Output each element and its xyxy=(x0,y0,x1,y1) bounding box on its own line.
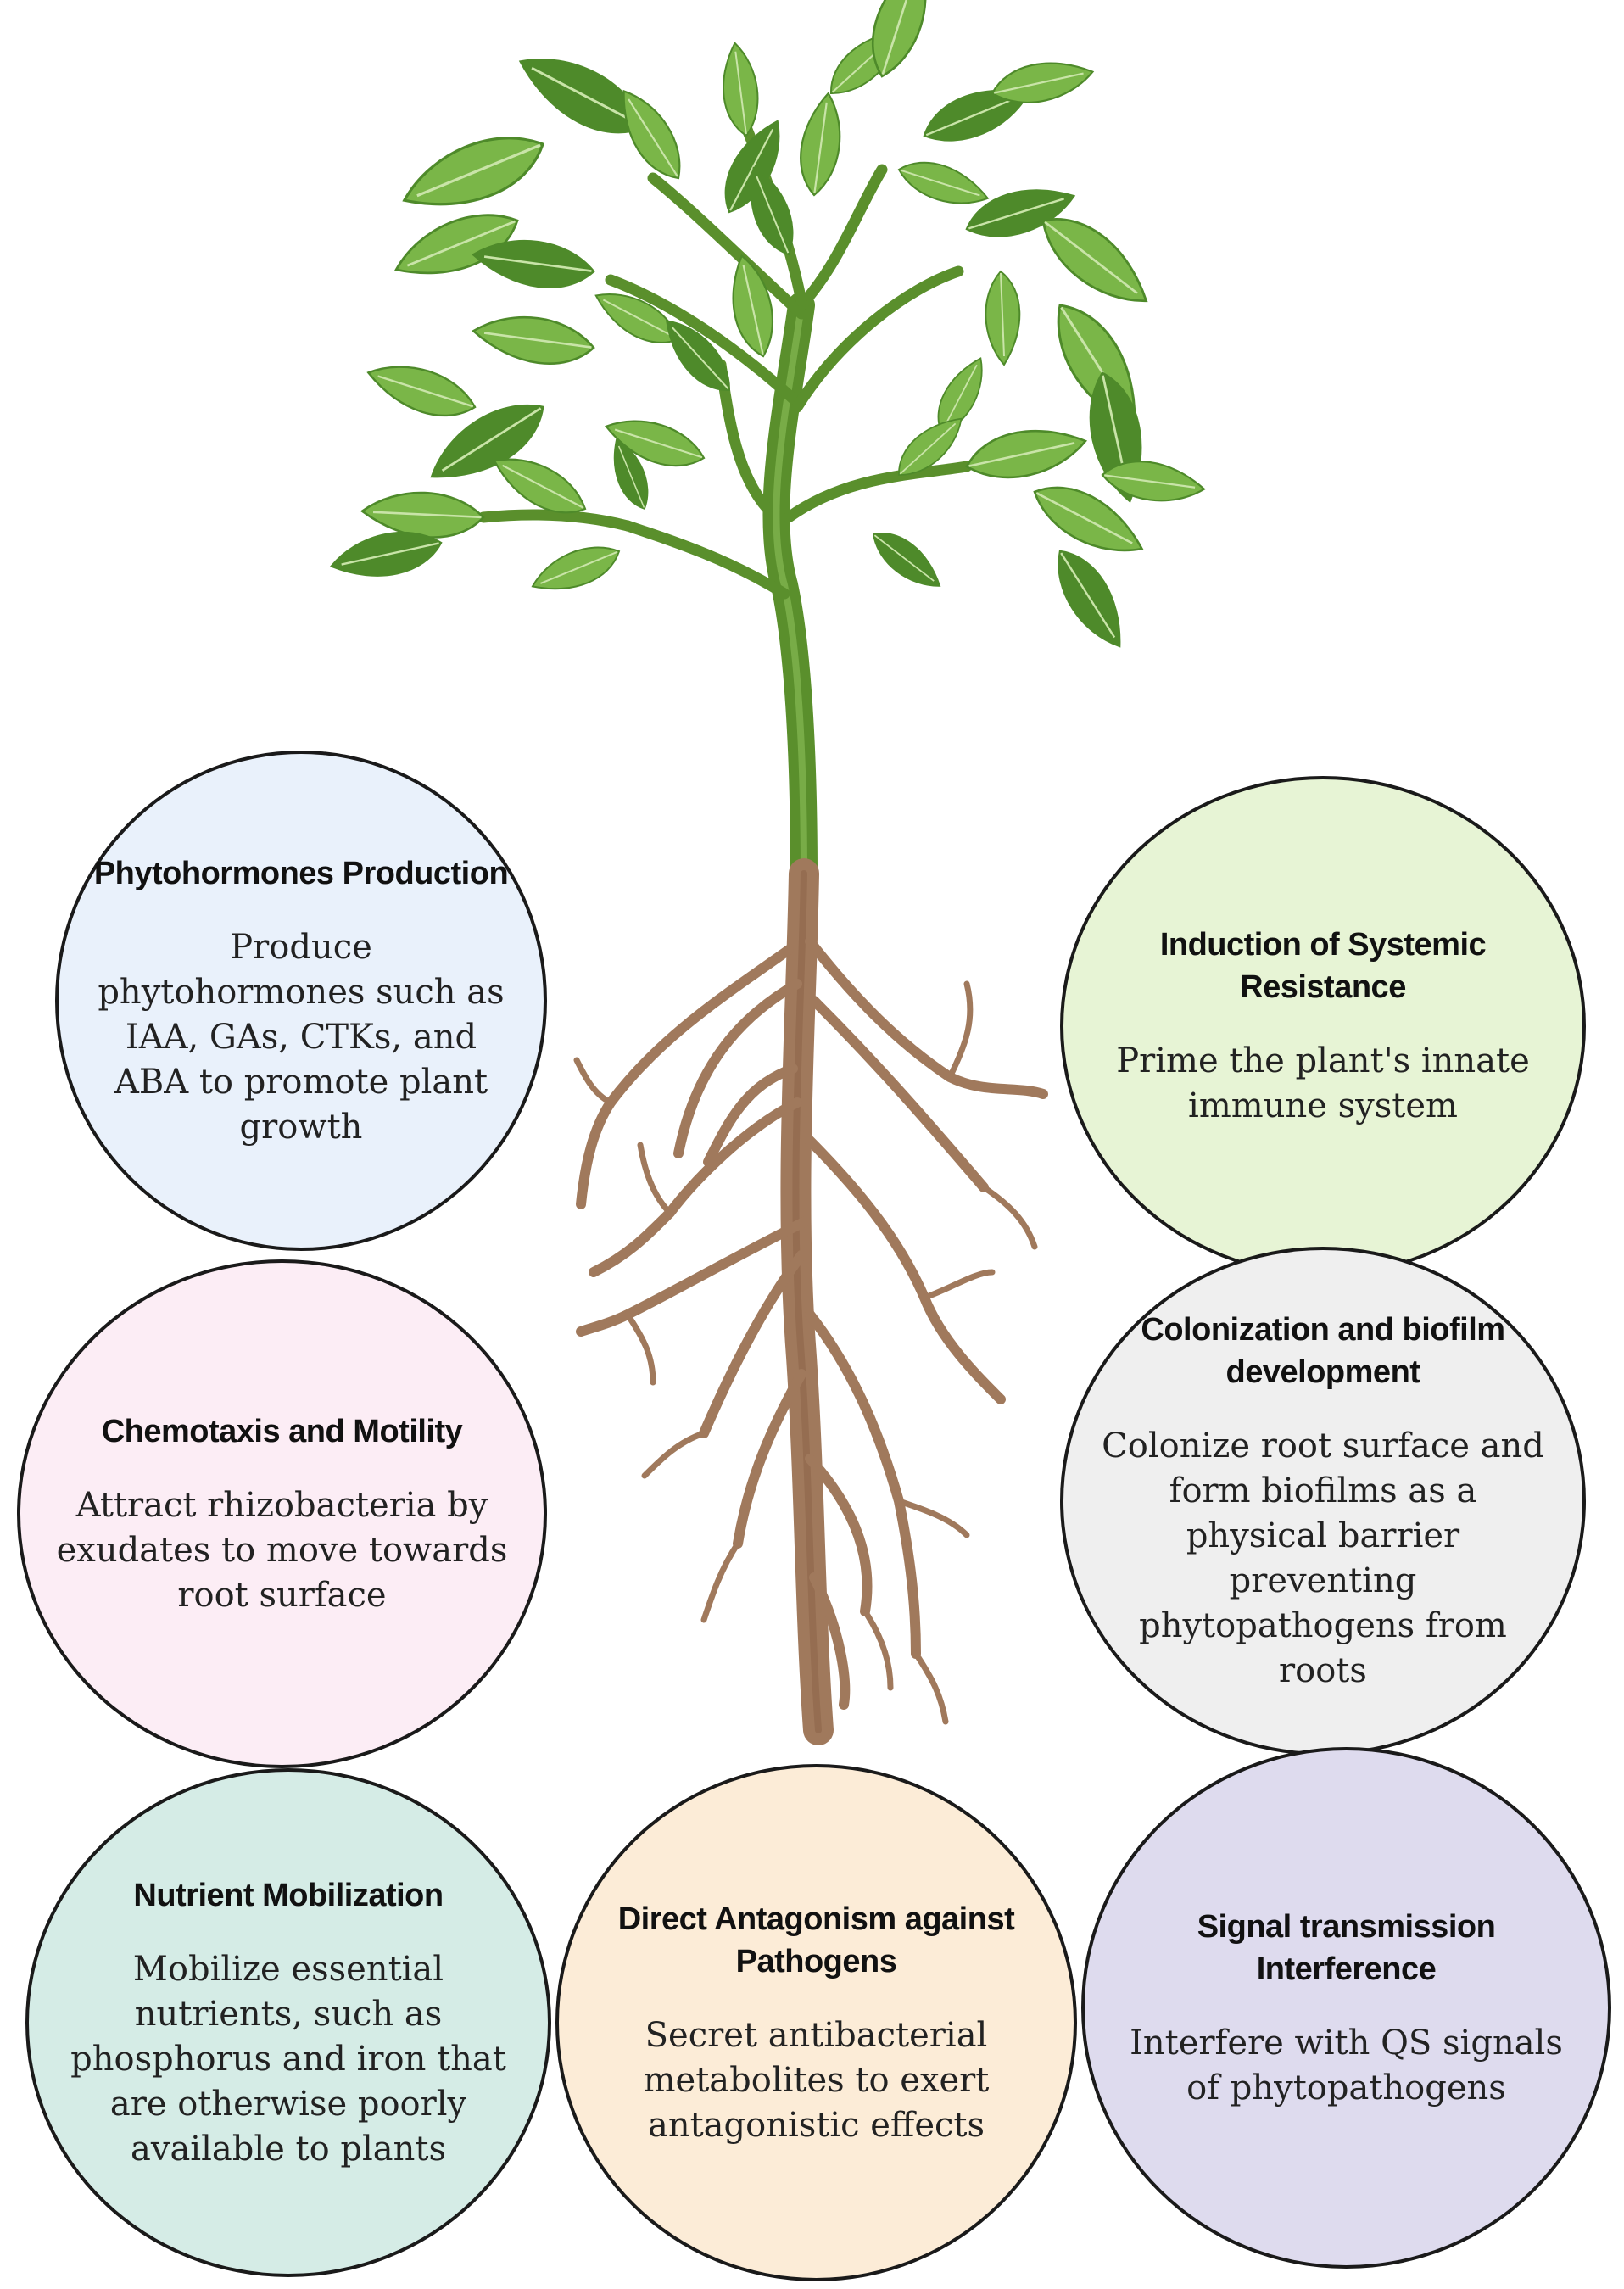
leaf-vein xyxy=(881,0,917,75)
bubble-phytohormones-production: Phytohormones Production Produce phytoho… xyxy=(55,751,547,1251)
leaf-vein xyxy=(531,66,644,127)
bubble-description: Attract rhizobacteria by exudates to mov… xyxy=(56,1485,508,1615)
leaf-vein xyxy=(1104,474,1196,489)
plant-root-icon xyxy=(573,858,1048,1745)
bubble-title: Colonization and biofilm development xyxy=(1141,1312,1505,1390)
leaf-vein xyxy=(756,176,790,254)
bubble-title: Direct Antagonism against Pathogens xyxy=(617,1901,1015,1979)
leaf-vein xyxy=(614,428,703,459)
leaf-vein xyxy=(483,255,592,272)
leaf-vein xyxy=(617,445,645,508)
leaf-vein xyxy=(968,198,1065,230)
leaf-vein xyxy=(729,129,774,211)
bubble-description: Secret antibacterial metabolites to exer… xyxy=(643,2015,990,2145)
leaf-vein xyxy=(671,327,729,390)
bubble-nutrient-mobilization: Nutrient Mobilization Mobilize essential… xyxy=(25,1768,551,2277)
leaf-vein xyxy=(483,332,592,349)
leaf-vein xyxy=(406,220,516,267)
bubble-description: Prime the plant's innate immune system xyxy=(1116,1041,1530,1125)
leaf-vein xyxy=(416,143,541,198)
bubble-chemotaxis-and-motility: Chemotaxis and Motility Attract rhizobac… xyxy=(17,1259,547,1768)
leaf-vein xyxy=(941,364,978,432)
leaf-vein xyxy=(813,102,828,193)
leaf-vein xyxy=(1035,492,1133,544)
bubble-colonization-and-biofilm-development: Colonization and biofilm development Col… xyxy=(1060,1247,1586,1756)
leaf-vein xyxy=(372,511,482,519)
bubble-title: Phytohormones Production xyxy=(93,855,509,891)
leaf-vein xyxy=(628,98,678,177)
bubble-description: Colonize root surface and form biofilms … xyxy=(1102,1426,1544,1690)
leaf-vein xyxy=(540,550,618,584)
bubble-description: Produce phytohormones such as IAA, GAs, … xyxy=(98,927,505,1147)
leaf-vein xyxy=(899,422,957,475)
bubble-title: Induction of Systemic Resistance xyxy=(1159,927,1487,1005)
leaf-vein xyxy=(968,442,1075,467)
bubble-direct-antagonism-against-pathogens: Direct Antagonism against Pathogens Secr… xyxy=(555,1764,1077,2281)
bubble-signal-transmission-interference: Signal transmission Interference Interfe… xyxy=(1081,1747,1611,2269)
leaf-vein xyxy=(900,169,980,197)
leaf-vein xyxy=(925,96,1019,137)
leaf-vein xyxy=(602,299,678,339)
leaf-vein xyxy=(502,464,584,509)
leaf-vein xyxy=(993,72,1084,94)
leaf-vein xyxy=(341,542,439,566)
leaf-vein xyxy=(873,534,935,582)
leaf-vein xyxy=(377,375,474,408)
leaf-vein xyxy=(1044,221,1138,294)
bubble-title: Chemotaxis and Motility xyxy=(101,1413,463,1449)
bubble-title: Nutrient Mobilization xyxy=(133,1877,444,1913)
bubble-description: Mobilize essential nutrients, such as ph… xyxy=(70,1949,506,2169)
leaf-vein xyxy=(441,407,542,472)
leaf-vein xyxy=(742,265,764,355)
plant-shoot-icon xyxy=(326,0,1208,891)
leaf-vein xyxy=(1060,552,1116,639)
bubble-description: Interfere with QS signals of phytopathog… xyxy=(1130,2023,1563,2108)
leaf-vein xyxy=(734,51,747,135)
bubble-title: Signal transmission Interference xyxy=(1197,1908,1496,1987)
bubble-induction-of-systemic-resistance: Induction of Systemic Resistance Prime t… xyxy=(1060,776,1586,1276)
leaf-vein xyxy=(1000,272,1005,357)
